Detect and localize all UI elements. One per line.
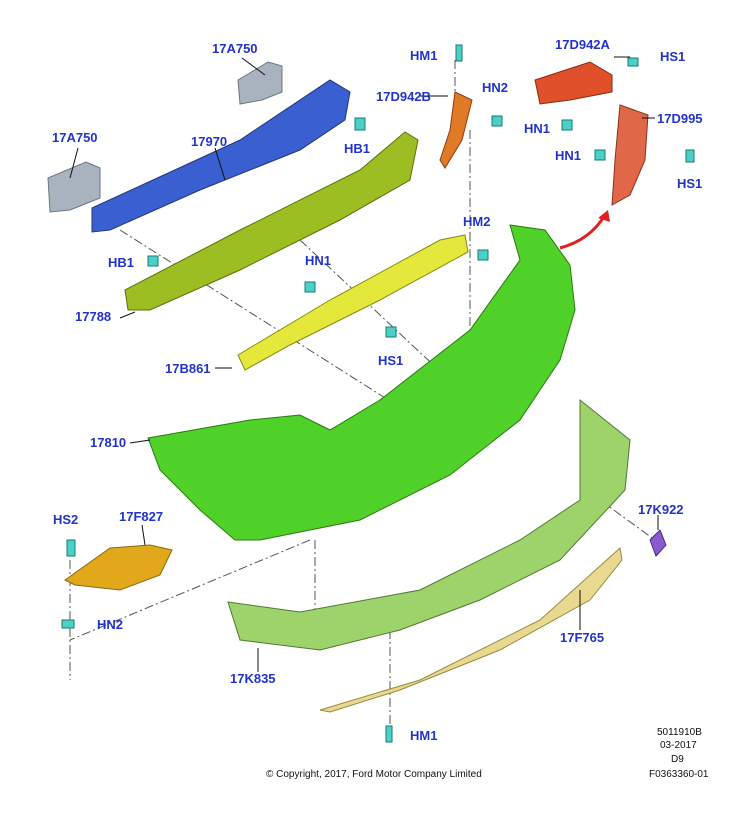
drawing-code: 5011910B bbox=[657, 727, 702, 738]
bumper-cover-17810 bbox=[147, 224, 576, 541]
fastener-hm1-top bbox=[455, 44, 463, 62]
copyright-text: © Copyright, 2017, Ford Motor Company Li… bbox=[266, 769, 482, 780]
label-17788: 17788 bbox=[75, 309, 112, 324]
label-17k835: 17K835 bbox=[230, 671, 276, 686]
label-17f765: 17F765 bbox=[560, 630, 605, 645]
label-17k922: 17K922 bbox=[638, 502, 684, 517]
bracket-17d942a bbox=[534, 61, 613, 105]
bracket-17a750-left bbox=[47, 161, 101, 213]
fastener-hn2-top bbox=[491, 115, 503, 127]
label-17d942b: 17D942B bbox=[376, 89, 431, 104]
label-hn1-a: HN1 bbox=[524, 121, 551, 136]
label-hn1-mid: HN1 bbox=[305, 253, 332, 268]
label-hs1-mid: HS1 bbox=[378, 353, 404, 368]
fastener-hn2-bottom bbox=[61, 619, 75, 629]
label-hs1-topright: HS1 bbox=[660, 49, 686, 64]
fastener-hn1-mid bbox=[304, 281, 316, 293]
label-hn1-b: HN1 bbox=[555, 148, 582, 163]
label-hm1-bottom: HM1 bbox=[410, 728, 438, 743]
fastener-hm2 bbox=[477, 249, 489, 261]
label-hn2-top: HN2 bbox=[482, 80, 509, 95]
fastener-hb1-right bbox=[354, 117, 366, 131]
absorber-17788 bbox=[124, 131, 419, 311]
label-17a750-left: 17A750 bbox=[52, 130, 98, 145]
trim-17f765 bbox=[319, 547, 623, 713]
bracket-17k922 bbox=[649, 529, 667, 557]
label-17d995: 17D995 bbox=[657, 111, 703, 126]
fasteners bbox=[61, 44, 695, 743]
fastener-hb1-left bbox=[147, 255, 159, 267]
label-17970: 17970 bbox=[191, 134, 228, 149]
bracket-17f827 bbox=[64, 544, 173, 591]
bracket-17a750-top bbox=[237, 61, 283, 105]
arrow-head-icon bbox=[598, 210, 610, 222]
label-17f827: 17F827 bbox=[119, 509, 164, 524]
fastener-hs2 bbox=[66, 539, 76, 557]
label-17b861: 17B861 bbox=[165, 361, 211, 376]
fastener-hs1-topright bbox=[627, 57, 639, 67]
bracket-17d942b bbox=[439, 91, 473, 169]
fastener-hs1-right bbox=[685, 149, 695, 163]
fastener-hn1-a bbox=[561, 119, 573, 131]
label-17a750-top: 17A750 bbox=[212, 41, 258, 56]
label-hn2-bottom: HN2 bbox=[97, 617, 124, 632]
label-leaders bbox=[69, 56, 659, 672]
bracket-17d995 bbox=[611, 104, 649, 206]
label-17810: 17810 bbox=[90, 435, 127, 450]
arrow-icon bbox=[559, 214, 607, 250]
label-hb1-right: HB1 bbox=[344, 141, 371, 156]
label-hm1-top: HM1 bbox=[410, 48, 438, 63]
reinforcement-17970 bbox=[91, 79, 351, 233]
label-17d942a: 17D942A bbox=[555, 37, 610, 52]
fastener-hs1-mid bbox=[385, 326, 397, 338]
label-hm2: HM2 bbox=[463, 214, 491, 229]
label-hs1-right: HS1 bbox=[677, 176, 703, 191]
absorber-17b861 bbox=[237, 234, 469, 371]
fastener-hn1-b bbox=[594, 149, 606, 161]
fastener-hm1-bottom bbox=[385, 725, 393, 743]
drawing-variant: D9 bbox=[671, 754, 684, 765]
label-hb1-left: HB1 bbox=[108, 255, 135, 270]
drawing-number: F0363360-01 bbox=[649, 769, 709, 780]
lower-cover-17k835 bbox=[227, 398, 631, 651]
drawing-date: 03-2017 bbox=[660, 740, 697, 751]
label-hs2: HS2 bbox=[53, 512, 79, 527]
